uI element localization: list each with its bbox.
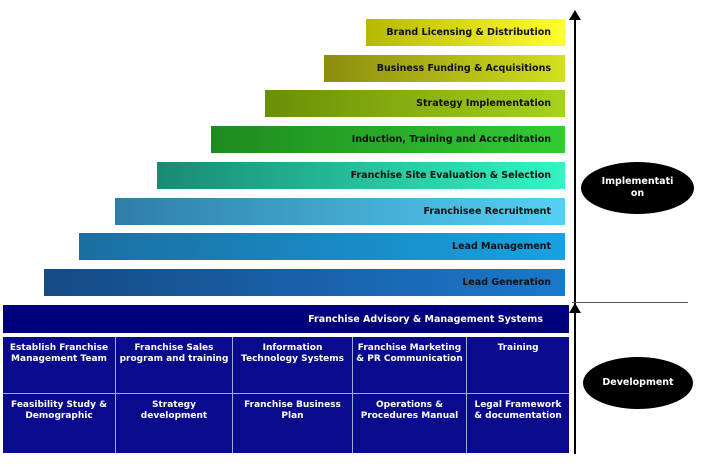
grid-cell: Establish Franchise Management Team bbox=[3, 337, 116, 394]
grid-cell: Training bbox=[467, 337, 569, 394]
step-label: Lead Management bbox=[452, 241, 551, 252]
step-label: Lead Generation bbox=[462, 277, 551, 288]
grid-cell: Operations & Procedures Manual bbox=[353, 394, 467, 453]
grid-cell: Legal Framework & documentation bbox=[474, 400, 562, 421]
phase-label-text: Implementation bbox=[601, 176, 674, 199]
phase-label-text: Development bbox=[602, 377, 674, 388]
development-phase-label: Development bbox=[583, 357, 693, 409]
grid-cell: Strategy development bbox=[116, 394, 233, 453]
step-site-evaluation: Franchise Site Evaluation & Selection bbox=[157, 162, 565, 189]
step-franchisee-recruitment: Franchisee Recruitment bbox=[115, 198, 565, 225]
step-label: Business Funding & Acquisitions bbox=[376, 63, 551, 74]
step-strategy-implementation: Strategy Implementation bbox=[265, 90, 565, 117]
grid-cell: Franchise Sales program and training bbox=[116, 337, 233, 394]
grid-cell: Feasibility Study & Demographic bbox=[3, 394, 116, 453]
step-label: Induction, Training and Accreditation bbox=[351, 134, 551, 145]
step-induction-training: Induction, Training and Accreditation bbox=[211, 126, 565, 153]
arrow-up-icon bbox=[569, 303, 581, 313]
advisory-label: Franchise Advisory & Management Systems bbox=[308, 313, 543, 325]
step-label: Franchisee Recruitment bbox=[423, 206, 551, 217]
grid-cell: Franchise Business Plan bbox=[233, 394, 353, 453]
development-grid: Establish Franchise Management Team Fran… bbox=[3, 337, 569, 453]
grid-cell: Information Technology Systems bbox=[233, 337, 353, 394]
step-lead-management: Lead Management bbox=[79, 233, 565, 260]
vertical-axis bbox=[574, 14, 576, 454]
arrow-up-icon bbox=[569, 10, 581, 20]
grid-cell: Franchise Marketing & PR Communication bbox=[353, 337, 467, 394]
step-business-funding: Business Funding & Acquisitions bbox=[324, 55, 565, 82]
step-lead-generation: Lead Generation bbox=[44, 269, 565, 296]
step-brand-licensing: Brand Licensing & Distribution bbox=[366, 19, 565, 46]
step-label: Franchise Site Evaluation & Selection bbox=[350, 170, 551, 181]
implementation-phase-label: Implementation bbox=[581, 162, 694, 214]
advisory-bar: Franchise Advisory & Management Systems bbox=[3, 305, 569, 333]
phase-divider bbox=[572, 302, 688, 303]
step-label: Brand Licensing & Distribution bbox=[386, 27, 551, 38]
step-label: Strategy Implementation bbox=[416, 98, 551, 109]
